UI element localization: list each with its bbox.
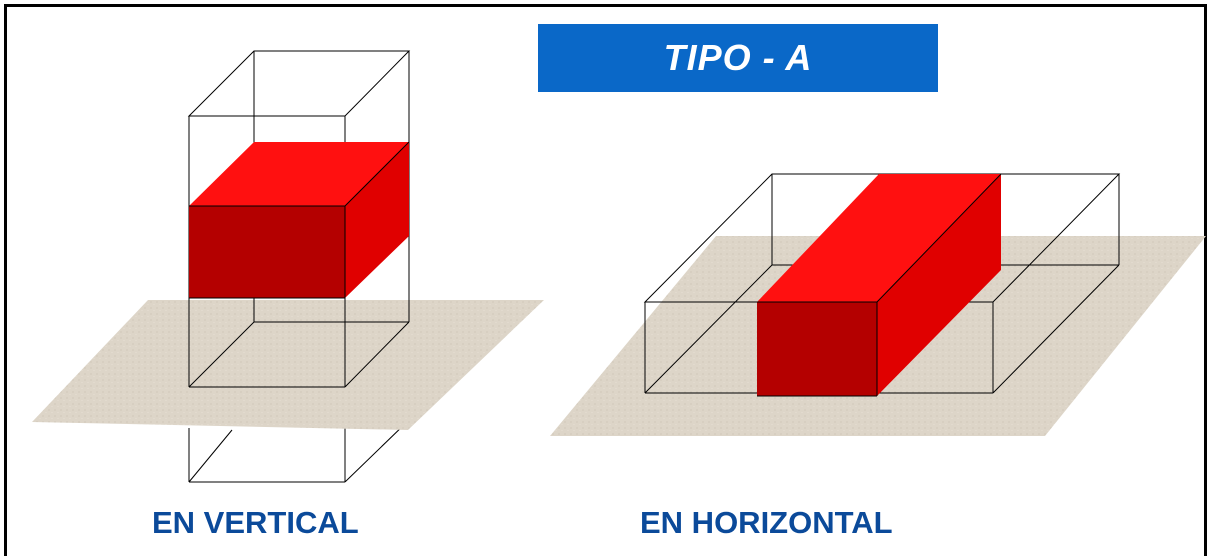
- title-text: TIPO - A: [663, 37, 813, 78]
- ground-plane-vertical: [32, 300, 544, 430]
- red-block-vertical: [189, 141, 410, 299]
- caption-horizontal: EN HORIZONTAL: [640, 505, 893, 540]
- lower-box-outline: [188, 419, 410, 483]
- vertical-diagram: [32, 50, 544, 483]
- red-bar-front: [757, 302, 877, 396]
- title-banner: TIPO - A: [538, 24, 938, 92]
- red-block-front: [189, 206, 345, 298]
- red-bar-horizontal: [757, 173, 1002, 397]
- red-block-side: [345, 142, 409, 298]
- horizontal-diagram: [550, 173, 1206, 436]
- red-bar-side: [877, 174, 1001, 396]
- caption-vertical: EN VERTICAL: [152, 505, 359, 540]
- red-bar-top: [757, 174, 1001, 302]
- red-block-top: [189, 142, 409, 206]
